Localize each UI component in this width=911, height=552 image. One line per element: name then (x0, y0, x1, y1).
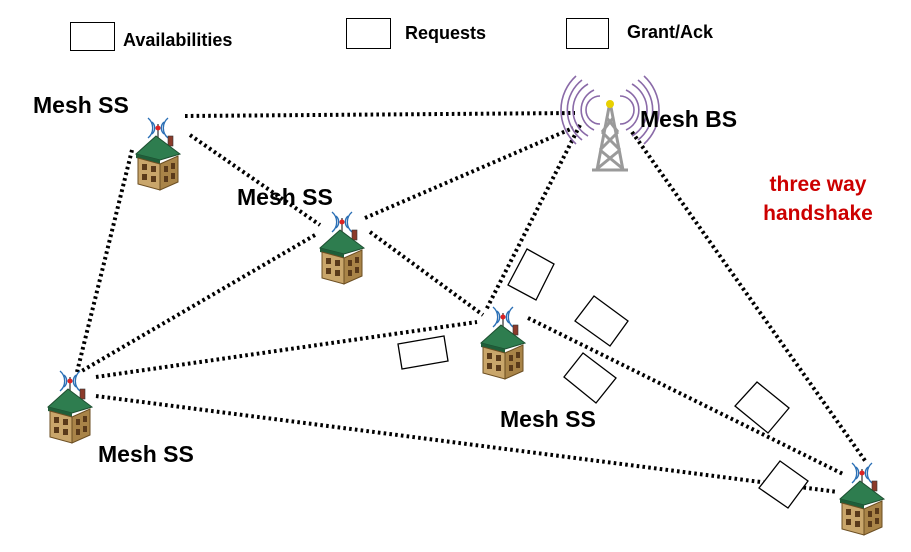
message-box (734, 381, 790, 434)
ss-middle-label: Mesh SS (237, 184, 333, 210)
house-icon (47, 370, 93, 444)
tower-icon (560, 75, 660, 172)
bs-label: Mesh BS (640, 106, 738, 132)
link-ss-middle-to-ss-bottom-left (78, 233, 317, 374)
house-icon (480, 306, 526, 380)
link-ss-bottom-left-to-ss-center (95, 320, 478, 379)
message-box (758, 460, 809, 509)
link-ss-top-left-to-ss-middle (188, 133, 322, 227)
house-icon (135, 117, 181, 191)
legend-requests-box (346, 18, 391, 49)
legend-grant-ack-box (566, 18, 609, 49)
message-box (507, 248, 555, 301)
link-bs-to-ss-bottom-right (630, 130, 868, 464)
ss-top-left-label: Mesh SS (33, 92, 129, 118)
legend-availabilities-label: Availabilities (123, 30, 233, 50)
message-box (574, 295, 629, 347)
link-ss-top-left-to-ss-bottom-left (75, 149, 134, 373)
link-ss-middle-to-ss-center (368, 230, 485, 317)
legend-requests-label: Requests (405, 23, 487, 43)
message-box (397, 335, 449, 370)
link-ss-top-left-to-bs (184, 111, 576, 118)
message-box (563, 352, 617, 404)
house-icon (839, 462, 885, 536)
annotation-line-1: three way (769, 173, 867, 196)
mesh-links (75, 111, 868, 494)
house-icon (319, 211, 365, 285)
link-ss-center-to-ss-bottom-right (527, 316, 846, 477)
legend-availabilities-box (70, 22, 115, 51)
ss-bottom-left-label: Mesh SS (98, 441, 194, 467)
legend-grant-ack-label: Grant/Ack (627, 22, 714, 42)
annotation-line-2: handshake (763, 202, 873, 225)
ss-center-label: Mesh SS (500, 406, 596, 432)
link-ss-bottom-left-to-ss-bottom-right (95, 394, 839, 494)
message-boxes (397, 248, 809, 509)
three-way-handshake-annotation: three way handshake (748, 170, 888, 228)
